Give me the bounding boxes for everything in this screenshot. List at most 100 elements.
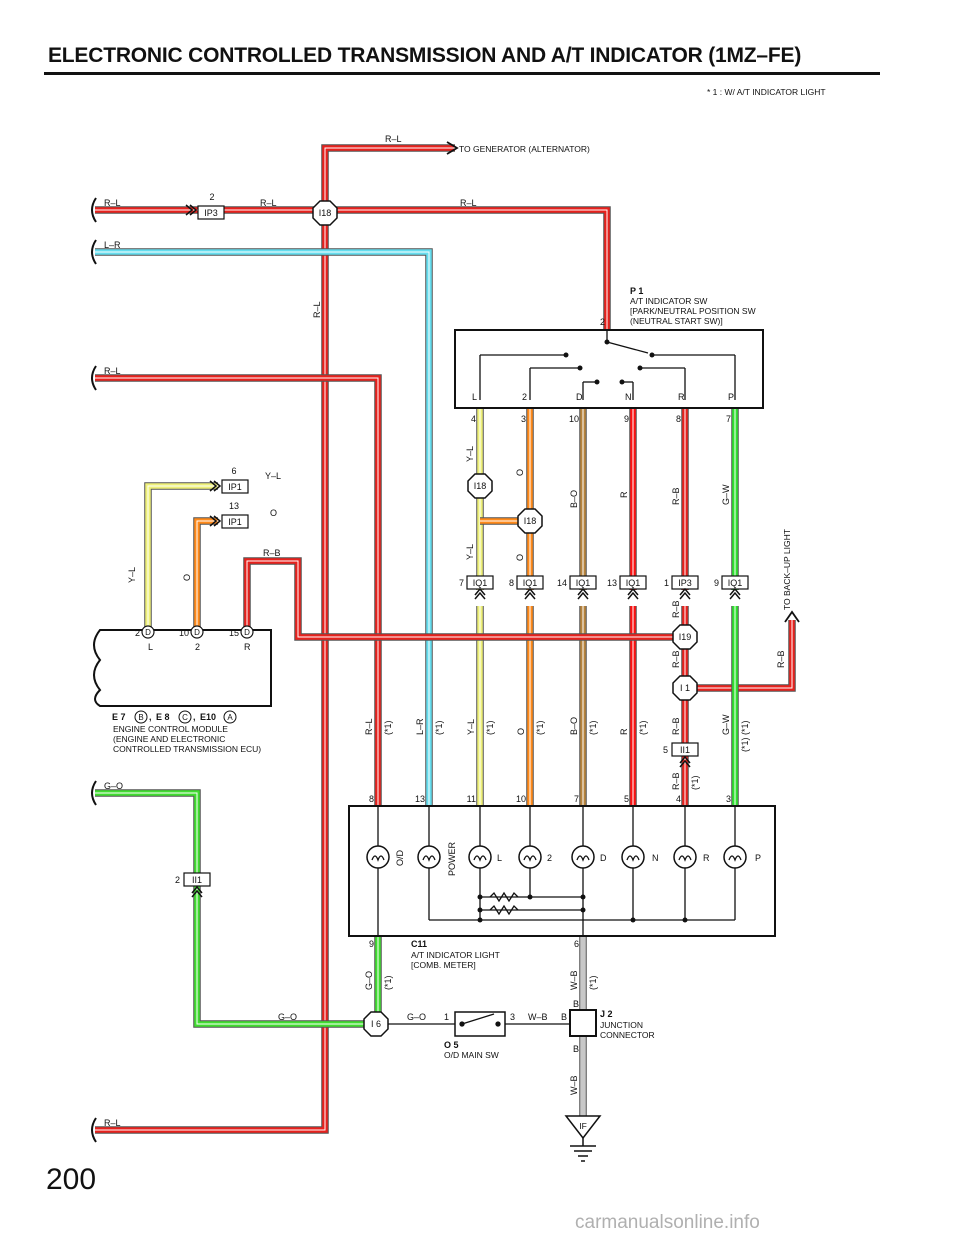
connector-label: IQ1: [728, 578, 743, 588]
splice-i18-top: I18: [312, 200, 338, 226]
connector-row-iq1: IQ1: [721, 575, 749, 590]
connector-ii1-r-b: II1: [671, 742, 699, 757]
bulb-label: L: [497, 853, 502, 863]
label: (*1): [485, 720, 495, 735]
chevron-up-icon: [679, 587, 691, 600]
wire-label: G–O: [104, 781, 123, 791]
svg-text:B: B: [138, 713, 143, 722]
ecm-pin-label: 2: [195, 642, 200, 652]
arrow-up-icon: [784, 610, 800, 623]
chevron-up-icon: [729, 587, 741, 600]
connector-label: IP3: [678, 578, 692, 588]
label: O: [515, 554, 525, 561]
label: R: [619, 491, 629, 498]
wire-label: O: [270, 508, 277, 518]
svg-text:,: ,: [193, 712, 196, 722]
bulb-label: D: [600, 853, 607, 863]
label: Y–L: [465, 446, 475, 462]
j2-term: B: [561, 1012, 567, 1022]
indicator-bulb-icon: [723, 845, 747, 869]
pin-number: 6: [574, 939, 579, 949]
pin-number: 13: [415, 794, 425, 804]
backup-light-label: TO BACK–UP LIGHT: [782, 529, 792, 610]
connector-label: IQ1: [626, 578, 641, 588]
pin-number: 3: [726, 794, 731, 804]
pin-number: 13: [229, 501, 239, 511]
connector-ip1-o: IP1: [221, 514, 249, 529]
chevron-up-icon: [191, 885, 203, 898]
connector-row-iq1: IQ1: [619, 575, 647, 590]
label: W–B: [569, 1075, 579, 1095]
switch-position-label: N: [625, 392, 632, 402]
ecm-pin-label: L: [148, 642, 153, 652]
bulb-label: 2: [547, 853, 552, 863]
svg-text:E 7: E 7: [112, 712, 126, 722]
connector-letter: D: [145, 628, 151, 637]
splice-i6: I 6: [363, 1011, 389, 1037]
label: (*1): [588, 720, 598, 735]
wire-break-mark: [91, 780, 97, 806]
label: R–L: [364, 718, 374, 735]
j2-code: J 2: [600, 1009, 613, 1019]
pin-number: 9: [369, 939, 374, 949]
arrow-right-icon: [446, 141, 459, 155]
ecm-pin-connector: D: [190, 625, 204, 639]
wire-l-r: [95, 248, 433, 806]
chevron-up-icon: [679, 755, 691, 768]
splice-i18-y-l: I18: [467, 473, 493, 499]
wire-r-l-meter: [95, 374, 382, 806]
label: G–O: [364, 971, 374, 990]
chevron-up-icon: [577, 587, 589, 600]
ecm-name: (ENGINE AND ELECTRONIC: [113, 734, 225, 744]
label: R–B: [671, 650, 681, 668]
j2-term: B: [573, 1044, 579, 1054]
label: L–R: [415, 718, 425, 735]
pin-number: 15: [229, 628, 239, 638]
pin-number: 2: [135, 628, 140, 638]
chevron-up-icon: [627, 587, 639, 600]
bulb-label: N: [652, 853, 659, 863]
ground-symbol: [564, 1115, 602, 1162]
indicator-bulb-icon: [417, 845, 441, 869]
wire-y-l-ip1: [144, 482, 218, 630]
bulb-label: P: [755, 853, 761, 863]
indicator-bulb-icon: [468, 845, 492, 869]
ecm-name: ENGINE CONTROL MODULE: [113, 724, 228, 734]
svg-text:,: ,: [149, 712, 152, 722]
pin-number: 8: [509, 578, 514, 588]
p1-name: (NEUTRAL START SW)]: [630, 316, 723, 326]
splice-label: I19: [679, 632, 692, 642]
bulb-label: R: [703, 853, 710, 863]
indicator-bulb-icon: [673, 845, 697, 869]
splice-label: I18: [524, 516, 537, 526]
wire-break-mark: [91, 1117, 97, 1143]
wire-label: G–O: [278, 1012, 297, 1022]
wire-label: R–L: [260, 198, 277, 208]
ecm-box: [93, 629, 272, 707]
switch-position-label: P: [728, 392, 734, 402]
label: (*1): [535, 720, 545, 735]
p1-code: P 1: [630, 286, 643, 296]
switch-position-label: R: [678, 392, 685, 402]
pin-number: 11: [467, 794, 476, 804]
svg-text:A: A: [227, 713, 233, 722]
wire-r-l-ip3: [95, 206, 611, 330]
wire-label: G–O: [407, 1012, 426, 1022]
label: G–W: [721, 714, 731, 735]
wire-label: R–L: [312, 301, 322, 318]
pin-number: 14: [557, 578, 567, 588]
connector-ip3-top: IP3: [197, 205, 225, 220]
connector-label: II1: [192, 875, 202, 885]
footer-watermark: carmanualsonline.info: [575, 1212, 760, 1233]
splice-label: I 6: [371, 1019, 381, 1029]
pin-number: 7: [574, 794, 579, 804]
page-title: ELECTRONIC CONTROLLED TRANSMISSION AND A…: [48, 44, 802, 67]
connector-label: II1: [680, 745, 690, 755]
label: (*1): [690, 775, 700, 790]
wire-label: R–L: [460, 198, 477, 208]
splice-i18-o: I18: [517, 508, 543, 534]
label: W–B: [569, 970, 579, 990]
label: Y–L: [466, 719, 476, 735]
wire-label: R–L: [104, 1118, 121, 1128]
